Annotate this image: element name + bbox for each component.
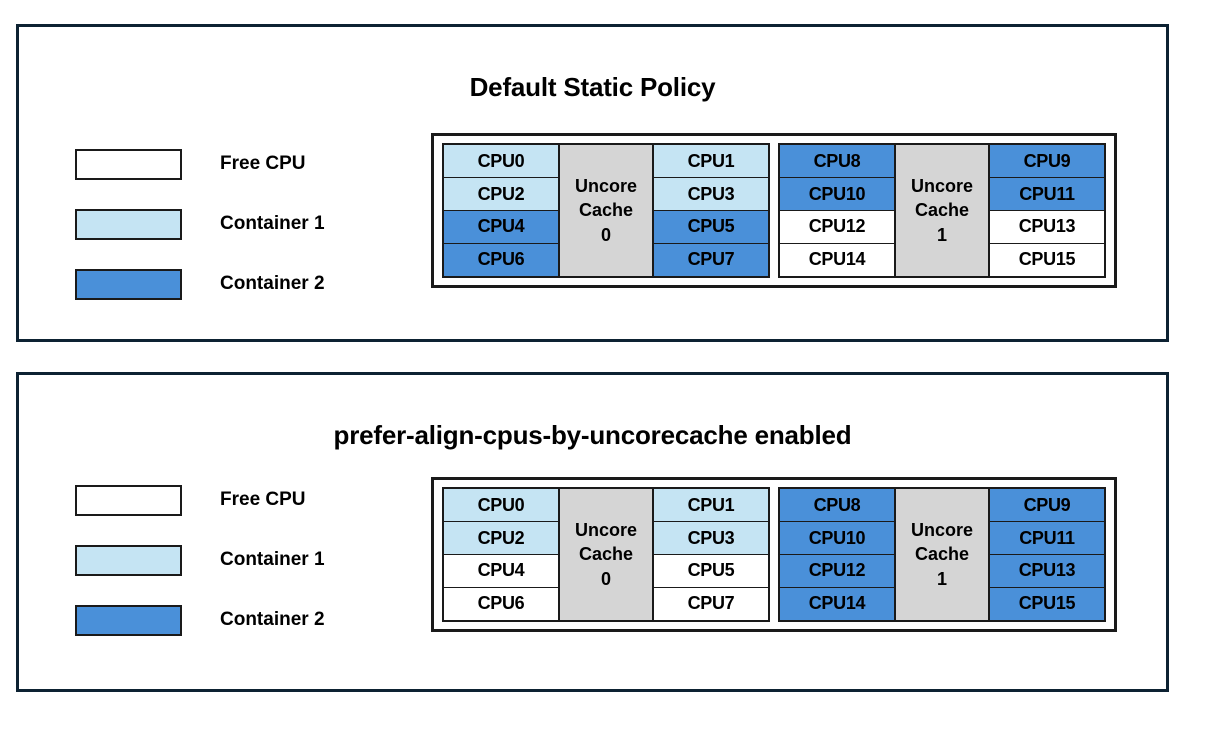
cpu-cell: CPU7 [653, 242, 769, 277]
legend: Free CPU Container 1 Container 2 [75, 134, 325, 314]
page-title: prefer-align-cpus-by-uncorecache enabled [333, 420, 852, 450]
legend-item: Free CPU [75, 470, 325, 530]
cpu-cell: CPU9 [989, 144, 1105, 179]
cpu-cell: CPU10 [779, 177, 895, 212]
uncore-cache-label-line: 1 [936, 224, 947, 245]
uncore-cache-label-line: 0 [600, 568, 611, 589]
legend-label: Free CPU [220, 489, 306, 510]
cpu-cell: CPU15 [989, 586, 1105, 621]
legend-label: Free CPU [220, 153, 306, 174]
cpu-cell: CPU2 [443, 177, 559, 212]
cpu-cell: CPU1 [653, 144, 769, 179]
legend-label: Container 1 [220, 549, 325, 570]
uncore-cache-label-line: Uncore [574, 520, 637, 541]
legend-swatch-container2 [75, 268, 182, 300]
cpu-cell: CPU11 [989, 521, 1105, 556]
legend-item: Free CPU [75, 134, 325, 194]
legend-label: Container 2 [220, 273, 325, 294]
cpu-cell: CPU9 [989, 488, 1105, 523]
uncore-cache-label-line: Cache [578, 544, 634, 565]
uncore-cache-label-line: 1 [936, 568, 947, 589]
cpu-cell: CPU15 [989, 242, 1105, 277]
uncore-cache-label-line: Uncore [910, 176, 973, 197]
cpu-cell: CPU10 [779, 521, 895, 556]
cpu-cell: CPU12 [779, 209, 895, 244]
cpu-cell: CPU7 [653, 586, 769, 621]
cpu-cell: CPU12 [779, 553, 895, 588]
legend-label: Container 1 [220, 213, 325, 234]
cpu-cell: CPU5 [653, 209, 769, 244]
cpu-cell: CPU13 [989, 553, 1105, 588]
legend: Free CPU Container 1 Container 2 [75, 470, 325, 650]
uncore-cache-label-line: Cache [914, 544, 970, 565]
cpu-cell: CPU13 [989, 209, 1105, 244]
legend-swatch-free [75, 148, 182, 180]
legend-swatch-container2 [75, 604, 182, 636]
uncore-cache-label-line: Uncore [574, 176, 637, 197]
uncore-cache-label-line: Cache [578, 200, 634, 221]
cpu-cell: CPU5 [653, 553, 769, 588]
cpu-cell: CPU6 [443, 586, 559, 621]
legend-item: Container 2 [75, 254, 325, 314]
cpu-cell: CPU3 [653, 521, 769, 556]
panel-default-static-policy: Default Static Policy Free CPU Container … [16, 24, 1169, 342]
legend-item: Container 1 [75, 194, 325, 254]
uncore-cache-label-line: Uncore [910, 520, 973, 541]
panel-prefer-align-cpus-by-uncorecache: prefer-align-cpus-by-uncorecache enabled… [16, 372, 1169, 692]
cpu-cell: CPU4 [443, 553, 559, 588]
uncore-cache-label-line: Cache [914, 200, 970, 221]
cpu-cell: CPU8 [779, 144, 895, 179]
uncore-cache-label-line: 0 [600, 224, 611, 245]
cpu-cell: CPU3 [653, 177, 769, 212]
cpu-cell: CPU11 [989, 177, 1105, 212]
legend-label: Container 2 [220, 609, 325, 630]
cpu-cell: CPU4 [443, 209, 559, 244]
cpu-cell: CPU1 [653, 488, 769, 523]
legend-item: Container 2 [75, 590, 325, 650]
cpu-cell: CPU6 [443, 242, 559, 277]
page-title: Default Static Policy [469, 72, 716, 102]
legend-swatch-free [75, 484, 182, 516]
cpu-cell: CPU8 [779, 488, 895, 523]
cpu-cell: CPU2 [443, 521, 559, 556]
legend-item: Container 1 [75, 530, 325, 590]
cpu-cell: CPU0 [443, 488, 559, 523]
legend-swatch-container1 [75, 544, 182, 576]
cpu-cell: CPU0 [443, 144, 559, 179]
cpu-cell: CPU14 [779, 586, 895, 621]
legend-swatch-container1 [75, 208, 182, 240]
cpu-cell: CPU14 [779, 242, 895, 277]
